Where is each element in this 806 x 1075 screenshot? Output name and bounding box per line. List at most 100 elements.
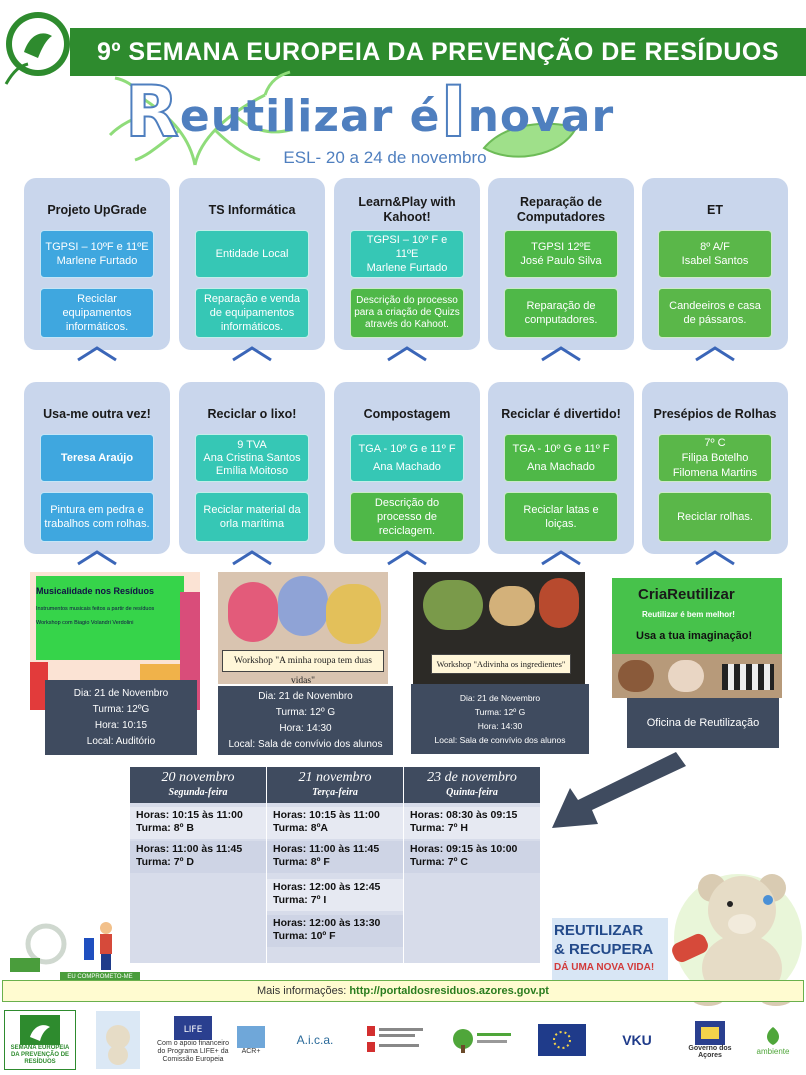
- workshop-poster-roupa: Workshop "A minha roupa tem duas vidas": [218, 572, 388, 684]
- workshop-place: Local: Sala de convívio dos alunos: [228, 738, 383, 750]
- project-activity: Descrição do processo para a criação de …: [350, 288, 464, 338]
- project-activity: Reciclar material da orla marítima: [195, 492, 309, 542]
- slot-class: Turma: 7º C: [410, 856, 468, 868]
- project-card-ts-informatica: TS Informática Entidade Local Reparação …: [179, 178, 325, 350]
- slot-time: Horas: 10:15 às 11:00: [273, 809, 380, 821]
- project-activity: Pintura em pedra e trabalhos com rolhas.: [40, 492, 154, 542]
- project-team: TGPSI – 10º F e 11ºE Marlene Furtado: [350, 230, 464, 278]
- project-activity: Reciclar equipamentos informáticos.: [40, 288, 154, 338]
- more-info-link[interactable]: http://portaldosresiduos.azores.gov.pt: [349, 985, 549, 997]
- leaf-icon: [482, 122, 578, 158]
- workshop-day: Dia: 21 de Novembro: [73, 687, 169, 699]
- project-team: 8º A/F Isabel Santos: [658, 230, 772, 278]
- schedule-day-thursday: 23 de novembro Quinta-feira Horas: 08:30…: [404, 767, 540, 963]
- promo-line-1: REUTILIZAR: [554, 922, 644, 939]
- poster-subtitle: Reutilizar é bem melhor!: [642, 610, 735, 619]
- promo-box: REUTILIZAR & RECUPERA DÁ UMA NOVA VIDA!: [552, 918, 668, 980]
- project-title: Reciclar o lixo!: [207, 406, 297, 421]
- chevron-up-icon: [695, 346, 735, 362]
- slot-time: Horas: 10:15 às 11:00: [136, 809, 243, 821]
- slot-time: Horas: 11:00 às 11:45: [273, 843, 380, 855]
- catalunya-logo-icon: [367, 1026, 423, 1052]
- workshop-class: Turma: 12ºG: [92, 703, 150, 715]
- workshop-info-music: Dia: 21 de Novembro Turma: 12ºG Hora: 10…: [45, 680, 197, 755]
- workshop-poster-criareutilizar: CriaReutilizar Reutilizar é bem melhor! …: [612, 578, 782, 698]
- title-part-a: eutilizar é: [179, 91, 441, 142]
- schedule-table: 20 novembro Segunda-feira Horas: 10:15 à…: [130, 767, 540, 963]
- sponsor-gov-label: Governo dos Açores: [688, 1045, 732, 1059]
- schedule-day-tuesday: 21 novembro Terça-feira Horas: 10:15 às …: [267, 767, 403, 963]
- day-weekday: Quinta-feira: [446, 787, 498, 798]
- poster-title: CriaReutilizar: [638, 586, 735, 603]
- schedule-slot: Horas: 10:15 às 11:00 Turma: 8º B: [130, 807, 266, 839]
- chevron-up-icon: [541, 550, 581, 566]
- project-team: 7º C Filipa Botelho Filomena Martins: [658, 434, 772, 482]
- slot-class: Turma: 8º B: [136, 822, 194, 834]
- slot-class: Turma: 7º D: [136, 856, 194, 868]
- schedule-slot: Horas: 09:15 às 10:00 Turma: 7º C: [404, 841, 540, 873]
- project-title: Reciclar é divertido!: [501, 406, 621, 421]
- schedule-slot: Horas: 11:00 às 11:45 Turma: 7º D: [130, 841, 266, 873]
- svg-text:LIFE: LIFE: [184, 1025, 203, 1035]
- sponsor-life-label: Com o apoio financeiro do Programa LIFE+…: [157, 1040, 229, 1063]
- schedule-slot: Horas: 11:00 às 11:45 Turma: 8º F: [267, 841, 403, 873]
- sponsor-eu: [532, 1010, 592, 1070]
- chevron-up-icon: [387, 346, 427, 362]
- slot-time: Horas: 11:00 às 11:45: [136, 843, 243, 855]
- project-card-kahoot: Learn&Play with Kahoot! TGPSI – 10º F e …: [334, 178, 480, 350]
- chevron-up-icon: [77, 346, 117, 362]
- project-team: TGPSI – 10ºF e 11ºE Marlene Furtado: [40, 230, 154, 278]
- workshop-class: Turma: 12º G: [474, 707, 526, 717]
- project-activity: Reciclar rolhas.: [658, 492, 772, 542]
- slot-class: Turma: 7º H: [410, 822, 468, 834]
- workshop-info-roupa: Dia: 21 de Novembro Turma: 12º G Hora: 1…: [218, 686, 393, 755]
- poster-subtitle-2: Workshop com Biagio Volandri Verdolini: [36, 620, 134, 626]
- workshop-day: Dia: 21 de Novembro: [459, 693, 541, 703]
- day-header: 23 de novembro Quinta-feira: [404, 767, 540, 803]
- event-banner: 9º SEMANA EUROPEIA DA PREVENÇÃO DE RESÍD…: [70, 28, 806, 76]
- sponsor-catalunya: [360, 1010, 430, 1070]
- poster-title: Workshop "Adivinha os ingredientes": [431, 654, 571, 674]
- branches-icon: [108, 70, 291, 166]
- poster-title: Musicalidade nos Resíduos: [36, 586, 155, 596]
- swpr-logo-icon: [4, 12, 70, 85]
- project-team: TGPSI 12ºE José Paulo Silva: [504, 230, 618, 278]
- sponsor-aica-label: A.i.c.a.: [296, 1033, 334, 1047]
- poster-subtitle-2: Usa a tua imaginação!: [636, 630, 753, 642]
- project-activity: Descrição do processo de reciclagem.: [350, 492, 464, 542]
- workshop-day: Dia: 21 de Novembro: [258, 690, 353, 702]
- project-card-upgrade: Projeto UpGrade TGPSI – 10ºF e 11ºE Marl…: [24, 178, 170, 350]
- schedule-day-monday: 20 novembro Segunda-feira Horas: 10:15 à…: [130, 767, 266, 963]
- sponsor-swpr-label: SEMANA EUROPEIA DA PREVENÇÃO DE RESÍDUOS: [10, 1044, 70, 1065]
- project-team: TGA - 10º G e 11º F Ana Machado: [504, 434, 618, 482]
- sponsor-vku: VKU: [612, 1010, 662, 1070]
- acr-logo-icon: [237, 1025, 265, 1048]
- project-card-usa-me: Usa-me outra vez! Teresa Araújo Pintura …: [24, 382, 170, 554]
- project-team: Entidade Local: [195, 230, 309, 278]
- chevron-up-icon: [541, 346, 581, 362]
- day-weekday: Segunda-feira: [168, 787, 228, 798]
- sponsor-life: LIFE Com o apoio financeiro do Programa …: [156, 1010, 230, 1070]
- workshop-place: Local: Auditório: [86, 735, 156, 747]
- slot-class: Turma: 7º I: [273, 894, 327, 906]
- slot-time: Horas: 09:15 às 10:00: [410, 843, 518, 855]
- project-card-presepios: Presépios de Rolhas 7º C Filipa Botelho …: [642, 382, 788, 554]
- arrow-down-left-icon: [552, 752, 686, 828]
- project-title: Compostagem: [363, 406, 451, 421]
- slot-time: Horas: 08:30 às 09:15: [410, 809, 518, 821]
- sponsor-ambiente-label: ambiente: [756, 1046, 790, 1056]
- sponsor-ambiente: ambiente: [748, 1010, 798, 1070]
- sponsor-vku-label: VKU: [622, 1032, 652, 1048]
- leaflet-teddy-icon: [96, 1011, 140, 1069]
- chevron-up-icon: [232, 346, 272, 362]
- project-title: Learn&Play with Kahoot!: [358, 195, 456, 224]
- sponsor-tree: [446, 1010, 516, 1070]
- project-card-reciclar-divertido: Reciclar é divertido! TGA - 10º G e 11º …: [488, 382, 634, 554]
- project-team: TGA - 10º G e 11º F Ana Machado: [350, 434, 464, 482]
- slot-time: Horas: 12:00 às 13:30: [273, 917, 381, 929]
- commitment-label: EU COMPROMETO-ME: [60, 972, 140, 982]
- day-date: 21 novembro: [298, 770, 372, 785]
- workshop-info-criareutilizar: Oficina de Reutilização: [627, 698, 779, 748]
- slot-class: Turma: 8º F: [273, 856, 330, 868]
